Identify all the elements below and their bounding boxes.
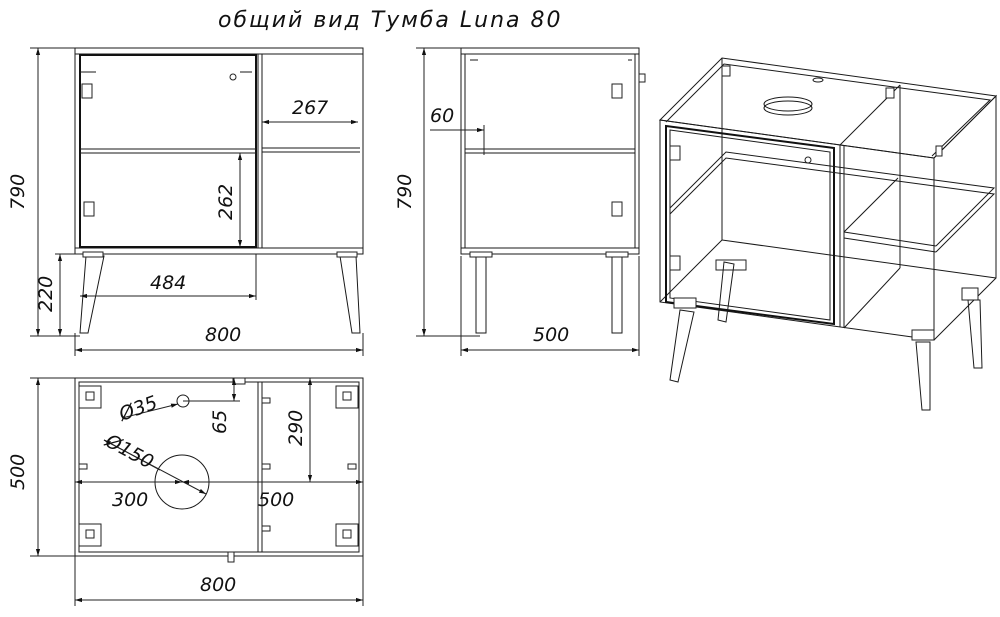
drawing-title: общий вид Тумба Luna 80 xyxy=(218,8,563,33)
dim-65: 65 xyxy=(209,410,231,434)
dim-legs-height: 220 xyxy=(35,276,57,312)
dim-290: 290 xyxy=(285,410,307,446)
dim-500-inner: 500 xyxy=(258,489,294,511)
dim-side-depth: 500 xyxy=(533,324,569,346)
dim-hole-small: Ø35 xyxy=(115,392,160,426)
front-view xyxy=(74,47,364,334)
dim-top-width: 800 xyxy=(200,574,236,596)
side-view xyxy=(460,47,646,334)
dim-hole-large: Ø150 xyxy=(101,430,157,474)
dim-side-height: 790 xyxy=(394,174,416,210)
top-dimensions: Ø35 Ø150 65 290 300 500 500 800 xyxy=(7,377,364,606)
dim-door-lower: 262 xyxy=(215,184,237,220)
dim-front-height: 790 xyxy=(7,174,29,210)
dim-top-depth: 500 xyxy=(7,454,29,490)
dim-front-width: 800 xyxy=(205,324,241,346)
front-dimensions: 790 220 267 262 484 800 xyxy=(7,47,364,356)
dim-300: 300 xyxy=(112,489,148,511)
dim-side-offset: 60 xyxy=(430,105,454,127)
side-dimensions: 790 60 500 xyxy=(394,47,640,356)
top-view xyxy=(74,377,364,563)
dim-door-width: 484 xyxy=(150,272,186,294)
dim-shelf-depth: 267 xyxy=(292,97,328,119)
isometric-view xyxy=(658,57,998,411)
